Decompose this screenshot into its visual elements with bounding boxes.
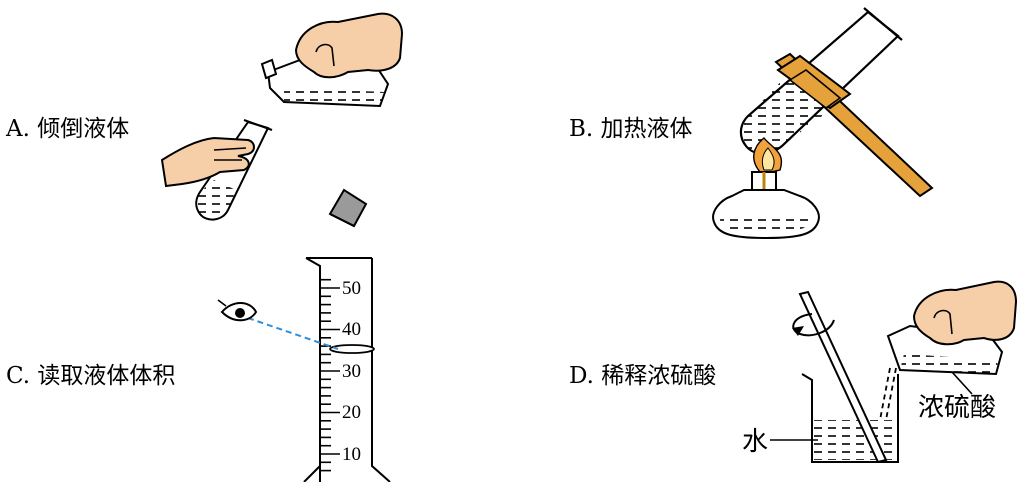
- cylinder-scale: [320, 278, 340, 472]
- caption-b: B. 加热液体: [569, 116, 693, 142]
- panel-c-illustration: 50 40 30 20 10: [217, 257, 391, 482]
- scale-label-40: 40: [342, 319, 361, 340]
- meniscus: [329, 344, 375, 354]
- sight-line: [247, 317, 339, 350]
- caption-c: C. 读取液体体积: [6, 363, 176, 389]
- stopper: [328, 188, 368, 228]
- scale-label-10: 10: [342, 444, 361, 465]
- panel-d-illustration: 浓硫酸 水: [742, 280, 1017, 464]
- acid-label: 浓硫酸: [918, 393, 996, 422]
- flame: [753, 137, 783, 175]
- scale-label-20: 20: [342, 402, 361, 423]
- caption-d: D. 稀释浓硫酸: [569, 363, 717, 389]
- graduated-cylinder: [303, 257, 391, 482]
- hand-holding-acid-bottle: [912, 280, 1017, 346]
- scale-label-30: 30: [342, 361, 361, 382]
- panel-a-illustration: [160, 12, 404, 228]
- hand-holding-tube: [160, 136, 255, 188]
- hand-holding-bottle: [294, 12, 404, 79]
- alcohol-lamp: [712, 171, 820, 240]
- eye-icon: [217, 299, 258, 322]
- panel-b-illustration: [712, 7, 934, 240]
- stirring-arrow-icon: [792, 313, 835, 337]
- scale-labels: 50 40 30 20 10: [342, 278, 361, 465]
- glass-rod: [798, 290, 888, 464]
- test-tube-holder: [774, 52, 934, 198]
- caption-a: A. 倾倒液体: [6, 116, 130, 142]
- acid-label-leader: [951, 371, 973, 395]
- scale-label-50: 50: [342, 278, 361, 299]
- water-label: 水: [742, 427, 768, 456]
